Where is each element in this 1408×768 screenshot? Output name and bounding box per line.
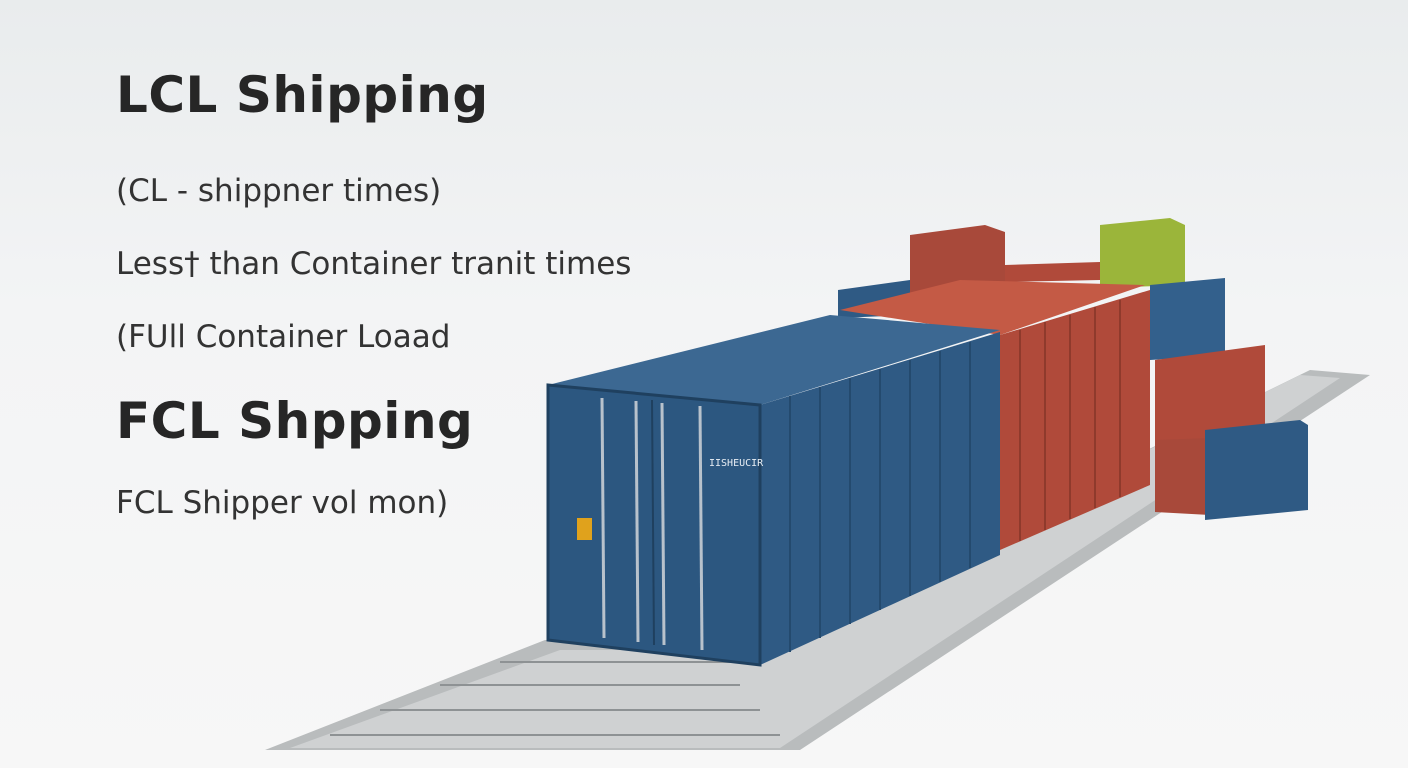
text-line-4: FCL Shipper vol mon) [116,485,449,521]
heading-fcl-shipping: FCL Shpping [116,392,474,450]
container-marking: IISHEUCIR [709,458,764,469]
text-line-3: (FUll Container Loaad [116,319,451,355]
text-line-1: (CL - shippner times) [116,173,442,209]
container-blue: IISHEUCIR [546,315,1000,667]
text-line-2: Less† than Container tranit times [116,246,632,282]
heading-lcl-shipping: LCL Shipping [116,66,489,124]
rail-track [265,370,1370,750]
container-stack-back [838,218,1308,520]
container-red [840,280,1150,550]
